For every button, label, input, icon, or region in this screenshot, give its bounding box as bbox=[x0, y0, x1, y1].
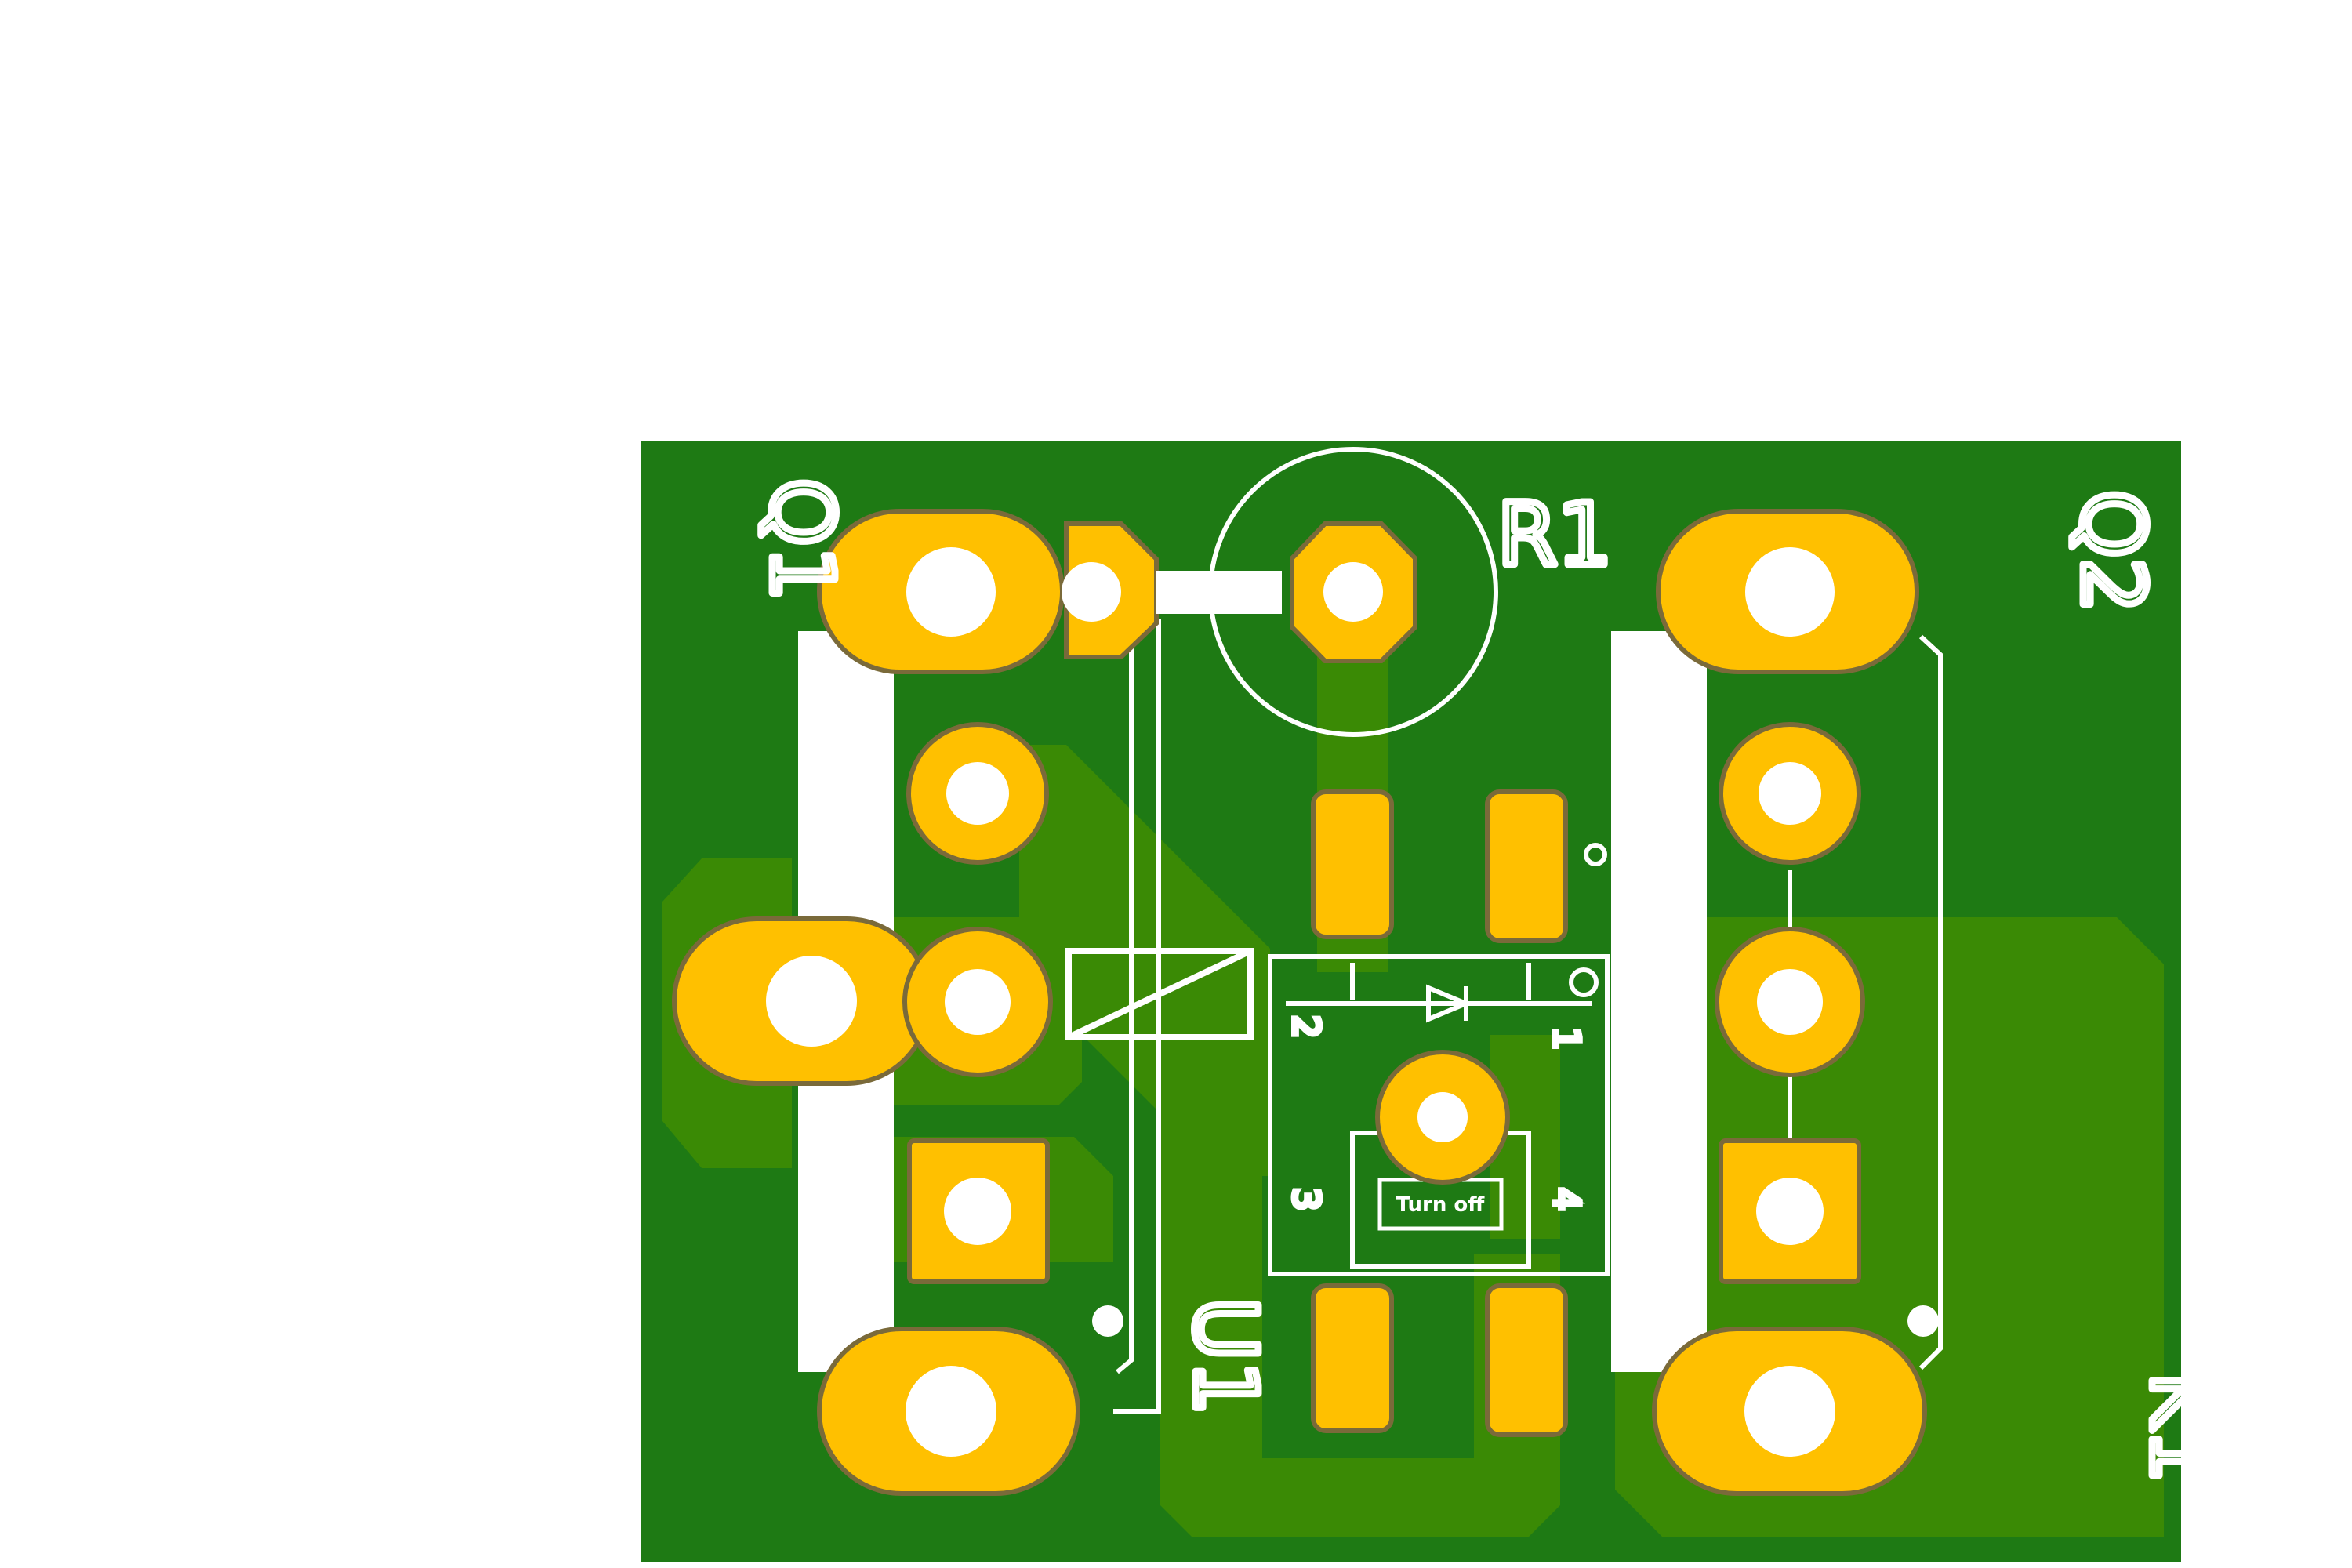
smd-pad-2 bbox=[1485, 789, 1568, 943]
pin-2-label: 2 bbox=[1285, 1015, 1327, 1038]
diode-icon bbox=[1426, 984, 1472, 1023]
turn-off-button-label: Turn off bbox=[1396, 1193, 1486, 1217]
k1-label: K1 bbox=[2132, 1372, 2232, 1483]
u1-pin1-marker bbox=[1569, 967, 1599, 997]
relay-coil-icon bbox=[1065, 948, 1254, 1040]
smd-pad-4 bbox=[1485, 1283, 1568, 1437]
r1-label: R1 bbox=[1497, 485, 1612, 585]
q1-label: Q1 bbox=[752, 478, 852, 601]
u1-label: U1 bbox=[1175, 1298, 1276, 1416]
pin1-marker bbox=[1584, 843, 1607, 866]
polarity-dots bbox=[1092, 1305, 1939, 1337]
pin-3-label: 3 bbox=[1285, 1188, 1327, 1210]
q2-label: Q2 bbox=[2063, 490, 2163, 613]
q2-body-outline bbox=[1611, 631, 1707, 1372]
r1-trace bbox=[1156, 571, 1282, 614]
pin-1-label: 1 bbox=[1545, 1027, 1588, 1050]
pin-4-label: 4 bbox=[1545, 1188, 1588, 1210]
u1-outline bbox=[1268, 954, 1610, 1276]
smd-pad-3 bbox=[1311, 1283, 1394, 1433]
drill-holes bbox=[766, 547, 1835, 1457]
smd-pad-1 bbox=[1311, 789, 1394, 939]
